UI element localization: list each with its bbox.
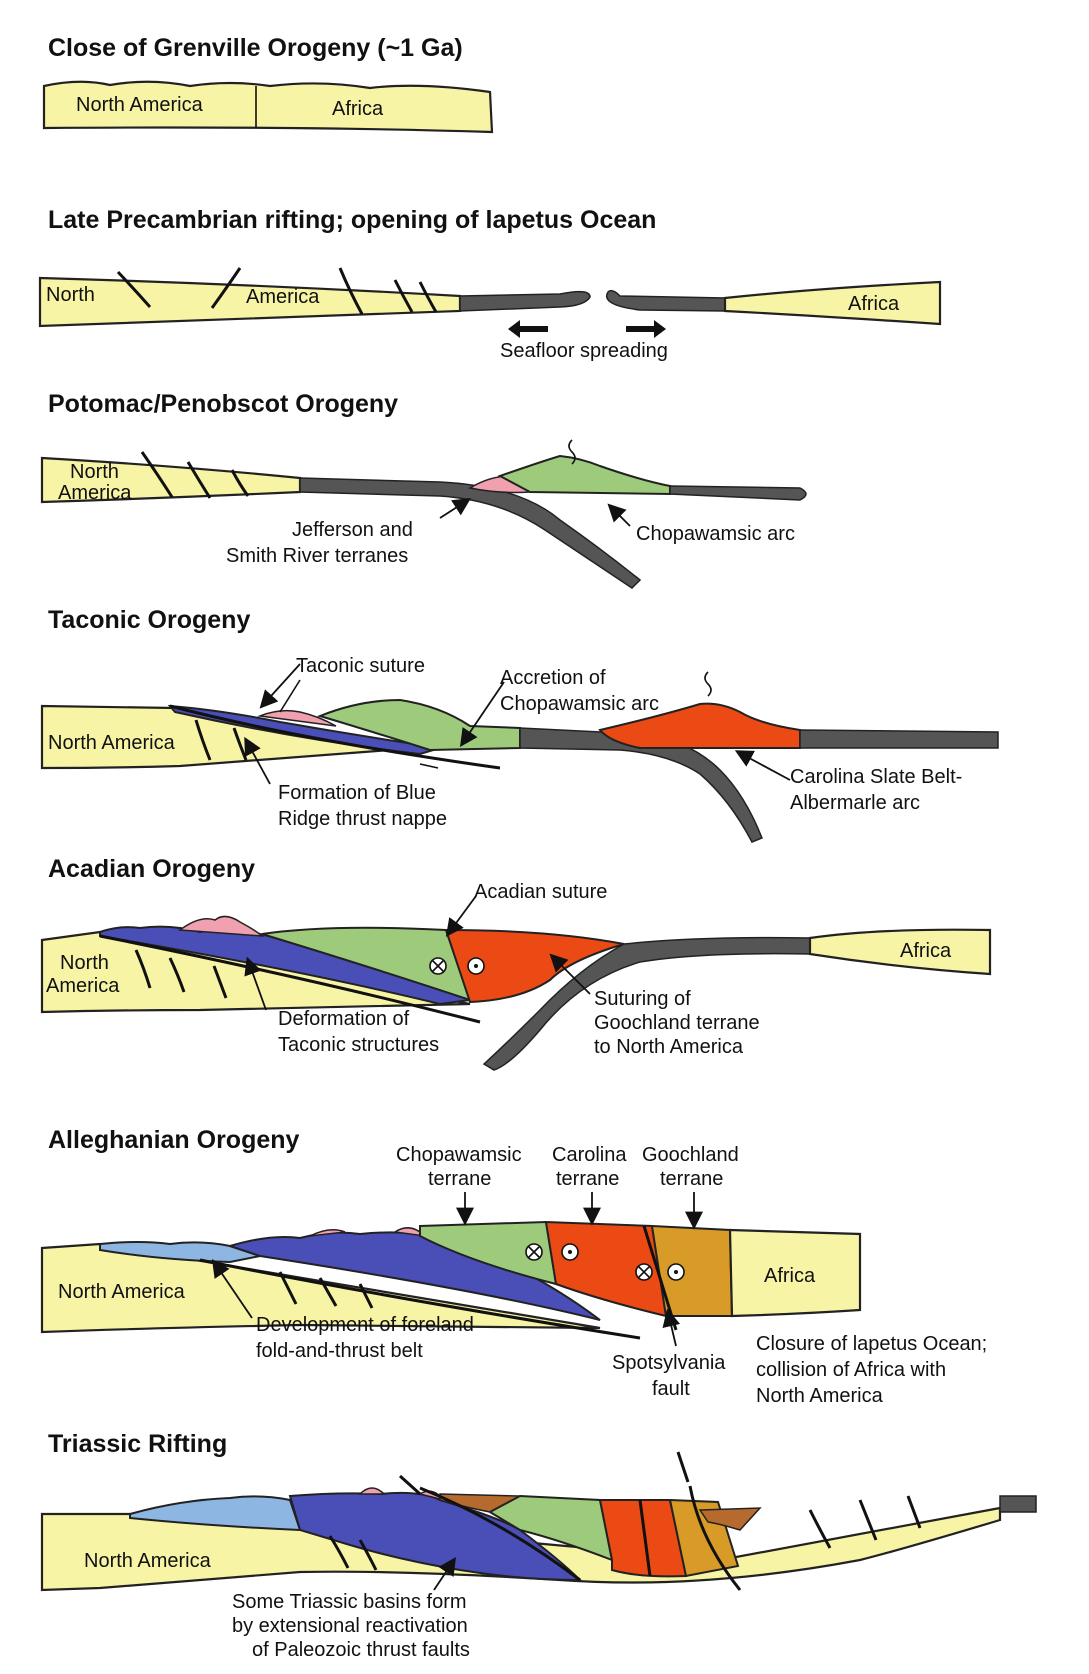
label-jefferson: Jefferson and bbox=[292, 519, 413, 541]
leader-line bbox=[280, 680, 300, 712]
label-deformation: Deformation of bbox=[278, 1008, 410, 1030]
label-formation-blue: Formation of Blue bbox=[278, 782, 436, 804]
label-north-america: North America bbox=[58, 1281, 186, 1303]
oceanic-crust-west bbox=[460, 292, 590, 311]
label-north-america-2: North America bbox=[756, 1385, 884, 1407]
label-smith-river: Smith River terranes bbox=[226, 545, 408, 567]
label-north-america: North America bbox=[76, 94, 204, 116]
label-north-america: North America bbox=[84, 1550, 212, 1572]
label-closure: Closure of lapetus Ocean; bbox=[756, 1333, 987, 1355]
label-accretion: Accretion of bbox=[500, 667, 606, 689]
label-north: North bbox=[70, 461, 119, 483]
label-carolina-terrane: terrane bbox=[556, 1168, 619, 1190]
label-north: North bbox=[46, 284, 95, 306]
label-north-america: North America bbox=[48, 732, 176, 754]
label-africa: Africa bbox=[848, 293, 900, 315]
label-goochland-terrane: terrane bbox=[660, 1168, 723, 1190]
label-taconic-structures: Taconic structures bbox=[278, 1034, 439, 1056]
label-paleozoic: of Paleozoic thrust faults bbox=[252, 1639, 470, 1661]
label-acadian-suture: Acadian suture bbox=[474, 881, 607, 903]
label-goochland: Goochland bbox=[642, 1144, 739, 1166]
label-chopawamsic: Chopawamsic bbox=[396, 1144, 522, 1166]
pointer-arrow-icon bbox=[440, 500, 468, 518]
panel-title: Late Precambrian rifting; opening of lap… bbox=[48, 206, 656, 234]
panel-title: Acadian Orogeny bbox=[48, 855, 255, 883]
panel-title: Triassic Rifting bbox=[48, 1430, 227, 1458]
label-taconic-suture: Taconic suture bbox=[296, 655, 425, 677]
label-seafloor-spreading: Seafloor spreading bbox=[500, 340, 668, 362]
panel-title: Close of Grenville Orogeny (~1 Ga) bbox=[48, 34, 463, 62]
label-albermarle-arc: Albermarle arc bbox=[790, 792, 920, 814]
panel-potomac: Potomac/Penobscot Orogeny North America … bbox=[42, 390, 806, 588]
label-america: America bbox=[58, 482, 132, 504]
chopawamsic-arc bbox=[500, 456, 670, 494]
strike-slip-toward-dot bbox=[674, 1270, 678, 1274]
label-africa: Africa bbox=[332, 98, 384, 120]
label-fault: fault bbox=[652, 1378, 690, 1400]
panel-alleghanian: Alleghanian Orogeny Chopawamsic terrane … bbox=[42, 1126, 987, 1407]
label-chopawamsic: Chopawamsic arc bbox=[500, 693, 659, 715]
label-carolina: Carolina bbox=[552, 1144, 627, 1166]
goochland-terrane bbox=[652, 1226, 732, 1316]
label-goochland: Goochland terrane bbox=[594, 1012, 760, 1034]
label-north: North bbox=[60, 952, 109, 974]
strike-slip-toward-dot bbox=[474, 964, 478, 968]
label-fold-thrust: fold-and-thrust belt bbox=[256, 1340, 423, 1362]
spreading-arrow-right-icon bbox=[626, 320, 666, 338]
label-suturing: Suturing of bbox=[594, 988, 691, 1010]
spreading-arrow-left-icon bbox=[508, 320, 548, 338]
panel-title: Alleghanian Orogeny bbox=[48, 1126, 300, 1154]
label-triassic-basins: Some Triassic basins form bbox=[232, 1591, 467, 1613]
oceanic-crust-east bbox=[800, 730, 998, 748]
pointer-arrow-icon bbox=[262, 664, 300, 706]
panel-acadian: Acadian Orogeny Acadian suture North Ame… bbox=[42, 855, 990, 1070]
panel-rifting: Late Precambrian rifting; opening of lap… bbox=[40, 206, 940, 362]
oceanic-crust-east bbox=[1000, 1496, 1036, 1512]
volcano-icon bbox=[705, 672, 711, 696]
pointer-arrow-icon bbox=[448, 896, 476, 934]
panel-title: Taconic Orogeny bbox=[48, 606, 250, 634]
panel-title: Potomac/Penobscot Orogeny bbox=[48, 390, 398, 418]
label-carolina-slate-belt: Carolina Slate Belt- bbox=[790, 766, 962, 788]
fault-tick bbox=[678, 1452, 688, 1482]
pointer-arrow-icon bbox=[738, 752, 790, 780]
pointer-arrow-icon bbox=[610, 506, 630, 526]
label-spotsylvania: Spotsylvania bbox=[612, 1352, 726, 1374]
strike-slip-toward-dot bbox=[568, 1250, 572, 1254]
oceanic-crust-east bbox=[607, 291, 725, 311]
label-development: Development of foreland bbox=[256, 1314, 474, 1336]
panel-grenville: Close of Grenville Orogeny (~1 Ga) North… bbox=[44, 34, 492, 132]
label-africa: Africa bbox=[764, 1265, 816, 1287]
label-ridge-nappe: Ridge thrust nappe bbox=[278, 808, 447, 830]
label-america: America bbox=[246, 286, 320, 308]
label-africa: Africa bbox=[900, 940, 952, 962]
label-extensional: by extensional reactivation bbox=[232, 1615, 468, 1637]
label-chopawamsic-terrane: terrane bbox=[428, 1168, 491, 1190]
label-collision: collision of Africa with bbox=[756, 1359, 946, 1381]
oceanic-crust-east bbox=[670, 486, 806, 500]
label-chopawamsic-arc: Chopawamsic arc bbox=[636, 523, 795, 545]
panel-triassic: Triassic Rifting North America Some Tria… bbox=[42, 1430, 1036, 1661]
label-america: America bbox=[46, 975, 120, 997]
africa-crust bbox=[725, 282, 940, 324]
thrust-arrow bbox=[420, 764, 438, 768]
label-to-north-america: to North America bbox=[594, 1036, 744, 1058]
fault-tick bbox=[400, 1476, 420, 1494]
